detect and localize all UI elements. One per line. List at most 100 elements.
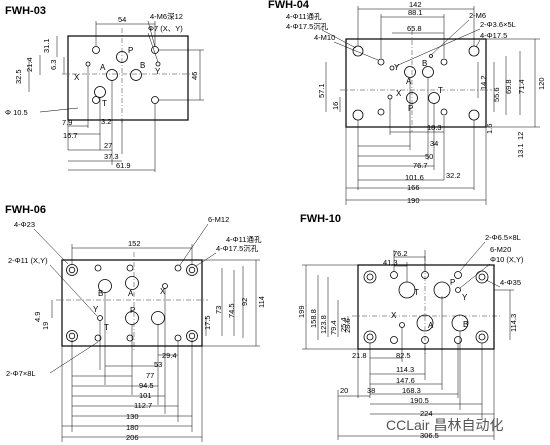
fwh-06-dim: 180 [126, 423, 139, 432]
fwh-04-dim: 32.2 [446, 171, 461, 180]
fwh-06-label-t: T [104, 323, 109, 332]
fwh-04-drawing: FWH-04 A B P T X Y 142 88.1 [268, 0, 546, 205]
fwh-06-dim: 114 [257, 296, 266, 308]
fwh-03-port-b [130, 69, 142, 81]
fwh-10-port-a [416, 314, 434, 332]
fwh-10-thread-hole [454, 336, 462, 344]
fwh-06-label-x: X [160, 287, 166, 296]
fwh-04-dim: 88.1 [408, 8, 423, 17]
fwh-04-dim: 65.8 [407, 24, 422, 33]
fwh-06-thread-hole [126, 264, 134, 272]
fwh-10-label-t: T [414, 288, 419, 297]
fwh-03-mount-hole [151, 46, 159, 54]
fwh-04-port-t [428, 92, 440, 104]
fwh-10-dim: 20 [340, 386, 348, 395]
fwh-04-dim: 166 [407, 183, 420, 192]
fwh-03-plate [67, 35, 189, 121]
fwh-10-corner-hole [363, 330, 377, 344]
fwh-04-dim: 142 [409, 0, 422, 9]
fwh-06-dim: 101 [139, 391, 152, 400]
fwh-04-thread-hole [377, 108, 385, 116]
fwh-10-note-m20: 6-M20 [490, 245, 511, 254]
fwh-03-port-p [116, 51, 128, 63]
fwh-04-corner-hole [352, 45, 364, 57]
fwh-06-port-t [151, 311, 165, 325]
fwh-03-note-screw: 4-M6深12 [150, 12, 183, 21]
fwh-04-dim: 76.7 [413, 161, 428, 170]
fwh-10-pin-x [399, 322, 405, 328]
fwh-04-m6-hole [429, 54, 433, 58]
fwh-10-dim: 79.4 [329, 320, 338, 335]
fwh-04-dim: 57.1 [317, 83, 326, 98]
fwh-06-dim: 19 [41, 322, 50, 330]
fwh-04-corner-hole [468, 109, 480, 121]
fwh-06-label-a: A [128, 289, 134, 298]
fwh-03-label-y: Y [155, 67, 161, 76]
fwh-03-label-a: A [100, 63, 106, 72]
fwh-03-port-a [106, 69, 118, 81]
fwh-10-thread-hole [421, 271, 429, 279]
fwh-04-thread-hole [440, 108, 448, 116]
fwh-03-dim: 6.3 [49, 60, 58, 70]
fwh-10-dim: 21.8 [352, 351, 367, 360]
fwh-06-pin-y [97, 315, 103, 321]
fwh-06-corner-hole [186, 264, 198, 276]
fwh-06-title: FWH-06 [5, 204, 46, 216]
fwh-04-label-x: X [396, 89, 402, 98]
fwh-03-port-t [94, 86, 106, 98]
fwh-04-note-pin: 2-Φ3.6×5L [480, 20, 516, 29]
fwh-04-plate [345, 38, 487, 128]
fwh-06-label-y: Y [93, 305, 99, 314]
fwh-04-dim: 50 [425, 152, 433, 161]
fwh-10-dim: 28.6 [343, 318, 352, 333]
fwh-04-dim: 190 [407, 196, 420, 205]
fwh-06-label-b: B [98, 289, 103, 298]
fwh-04-title: FWH-04 [268, 0, 310, 11]
fwh-06-dim: 206 [126, 433, 139, 442]
fwh-03-dim: 7.9 [62, 118, 72, 127]
fwh-03-dim: 46 [190, 72, 199, 80]
fwh-03-label-x: X [74, 73, 80, 82]
fwh-04-pin-y [389, 65, 395, 71]
fwh-04-dim: 71.4 [517, 79, 526, 94]
fwh-10-label-b: B [463, 320, 468, 329]
fwh-06-dim: 152 [128, 239, 141, 248]
fwh-10-dim: 123.8 [319, 315, 328, 334]
fwh-10-dim: 190.5 [410, 396, 429, 405]
fwh-03-dim: 3.2 [101, 117, 111, 126]
fwh-10-corner-hole [475, 330, 489, 344]
fwh-04-note-m6: 2-M6 [469, 11, 486, 20]
fwh-10-dim: 114.3 [396, 365, 414, 374]
fwh-03-drawing: FWH-03 P A B T X Y 54 31.1 6.3 32.5 [5, 5, 204, 172]
fwh-03-dim: 61.9 [116, 161, 131, 170]
fwh-10-corner-hole [475, 270, 489, 284]
fwh-03-dim: 37.3 [104, 152, 119, 161]
fwh-03-dim: 31.1 [42, 38, 51, 53]
fwh-10-note-dowel: 2-Φ6.5×8L [485, 233, 521, 242]
fwh-06-dim: 73 [214, 306, 223, 314]
fwh-06-label-p: P [130, 306, 135, 315]
fwh-03-pin-x [85, 61, 91, 67]
fwh-04-dim: 14.2 [479, 75, 488, 90]
fwh-03-mount-hole [151, 96, 159, 104]
fwh-06-dim: 4.9 [33, 312, 42, 322]
fwh-06-thread-hole [126, 334, 134, 342]
fwh-10-dim: 147.6 [396, 376, 415, 385]
fwh-06-note-bore: 4-Φ23 [14, 220, 35, 229]
fwh-04-dim: 34 [430, 139, 438, 148]
fwh-06-dim: 92 [240, 298, 249, 306]
fwh-10-dim: 114.3 [509, 314, 518, 332]
fwh-06-dim: 17.5 [203, 315, 212, 330]
fwh-04-dim: 55.6 [492, 87, 501, 102]
fwh-03-note-pin: Φ7 (X、Y) [148, 24, 183, 33]
watermark: CCLair 昌林自动化 [386, 417, 503, 433]
fwh-04-label-a: A [406, 77, 412, 86]
fwh-10-dim: 199 [297, 305, 306, 318]
fwh-06-corner-hole [186, 330, 198, 342]
fwh-04-label-y: Y [394, 63, 400, 72]
fwh-04-label-p: P [408, 104, 413, 113]
fwh-06-corner-hole [66, 264, 78, 276]
fwh-06-dim: 74.5 [227, 303, 236, 318]
fwh-04-note-through: 4-Φ11通孔 [286, 11, 322, 21]
